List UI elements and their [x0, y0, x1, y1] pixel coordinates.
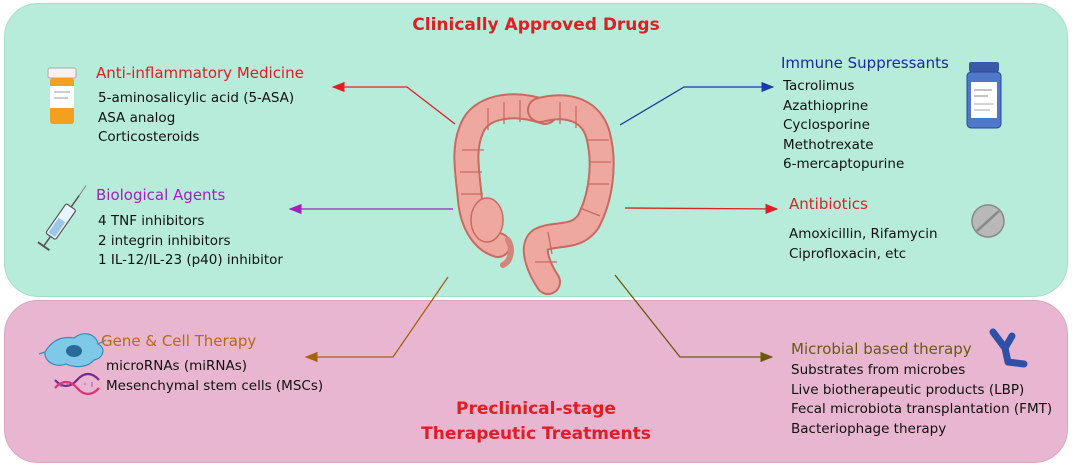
list-item: Live biotherapeutic products (LBP) [791, 381, 1025, 398]
gene-cell-therapy-list: microRNAs (miRNAs) Mesenchymal stem cell… [106, 357, 323, 396]
list-item: Tacrolimus [783, 78, 855, 94]
preclinical-title: Preclinical-stage Therapeutic Treatments [336, 397, 736, 447]
list-item: Cyclosporine [783, 117, 870, 133]
list-item: Bacteriophage therapy [791, 420, 947, 437]
biological-agents-list: 4 TNF inhibitors 2 integrin inhibitors 1… [98, 212, 283, 271]
preclinical-title-line1: Preclinical-stage [456, 399, 616, 419]
arrow-to-anti-inflammatory [331, 81, 456, 125]
antibiotics-list: Amoxicillin, Rifamycin Ciprofloxacin, et… [789, 225, 938, 264]
list-item: 2 integrin inhibitors [98, 232, 231, 249]
arrow-to-immune [619, 81, 775, 126]
microbial-therapy-title: Microbial based therapy [791, 340, 972, 358]
biological-agents-title: Biological Agents [96, 186, 226, 204]
list-item: Substrates from microbes [791, 362, 966, 378]
clinical-title: Clinically Approved Drugs [412, 15, 660, 35]
list-item: 5-aminosalicylic acid (5-ASA) [98, 90, 295, 106]
tablet-icon [971, 204, 1005, 238]
immune-suppressants-title: Immune Suppressants [781, 54, 949, 72]
anti-inflammatory-title: Anti-inflammatory Medicine [96, 64, 304, 82]
antibody-icon [989, 328, 1028, 368]
medicine-bottle-icon [966, 62, 1002, 129]
list-item: Methotrexate [783, 136, 874, 153]
syringe-icon [37, 185, 87, 252]
arrow-to-antibiotics [624, 203, 779, 215]
cell-icon [38, 333, 107, 368]
list-item: ASA analog [98, 109, 176, 126]
list-item: Mesenchymal stem cells (MSCs) [106, 377, 324, 394]
arrow-to-microbial [614, 274, 774, 363]
microbial-therapy-list: Substrates from microbes Live biotherape… [791, 361, 1052, 439]
list-item: 4 TNF inhibitors [98, 213, 205, 229]
antibiotics-title: Antibiotics [789, 195, 868, 213]
list-item: Amoxicillin, Rifamycin [789, 226, 938, 242]
anti-inflammatory-list: 5-aminosalicylic acid (5-ASA) ASA analog… [98, 89, 294, 148]
list-item: microRNAs (miRNAs) [106, 358, 248, 374]
preclinical-title-line2: Therapeutic Treatments [421, 424, 651, 444]
list-item: Corticosteroids [98, 129, 200, 145]
gene-cell-therapy-title: Gene & Cell Therapy [101, 332, 257, 350]
dna-icon [54, 372, 100, 396]
list-item: Azathioprine [783, 97, 869, 114]
preclinical-panel [4, 300, 1068, 463]
arrow-to-gene-cell [304, 276, 449, 363]
list-item: Ciprofloxacin, etc [789, 245, 907, 262]
colon-icon [453, 93, 615, 295]
list-item: 6-mercaptopurine [783, 156, 905, 172]
pill-bottle-icon [47, 67, 77, 124]
list-item: Fecal microbiota transplantation (FMT) [791, 401, 1053, 417]
immune-suppressants-list: Tacrolimus Azathioprine Cyclosporine Met… [783, 77, 904, 175]
list-item: 1 IL-12/IL-23 (p40) inhibitor [98, 252, 283, 268]
